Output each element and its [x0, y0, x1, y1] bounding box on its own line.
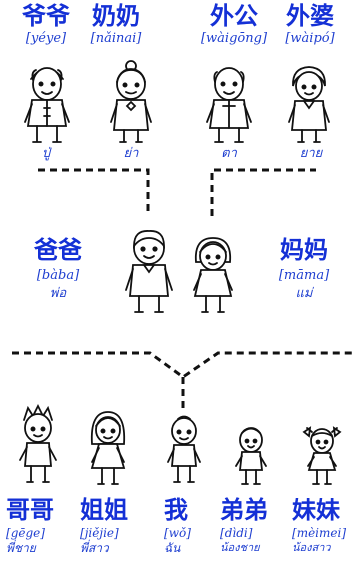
member-nainai: 奶奶 nǎinai — [80, 4, 152, 47]
mother-icon — [188, 232, 238, 320]
member-jiejie: 姐姐 jiějie พี่สาว — [80, 498, 152, 556]
member-pinyin: jiějie — [80, 526, 152, 540]
member-hanzi: 爸爸 — [34, 236, 82, 264]
member-thai: ย่า — [123, 146, 139, 161]
member-thai: พ่อ — [49, 285, 67, 301]
small-girl-icon — [300, 424, 344, 492]
member-yeye: 爷爷 yéye — [18, 4, 74, 47]
grandfather-icon — [22, 60, 72, 150]
father-icon — [122, 224, 176, 320]
member-waigong: 外公 wàigōng — [194, 4, 274, 47]
member-hanzi: 外婆 — [286, 2, 334, 30]
member-hanzi: 爷爷 — [22, 2, 70, 30]
member-hanzi: 外公 — [210, 2, 258, 30]
member-thai: ปู่ — [41, 146, 51, 161]
member-pinyin: wàigōng — [194, 31, 274, 47]
member-gege: 哥哥 gēge พี่ชาย — [6, 498, 74, 556]
member-pinyin: māma — [262, 268, 346, 284]
member-wo: 我 wǒ ฉัน — [164, 498, 210, 556]
girl-icon — [86, 408, 130, 492]
boy-icon — [16, 403, 60, 490]
member-yeye-thai: ปู่ — [18, 146, 74, 162]
maternal-connector — [210, 168, 316, 216]
member-thai: ตา — [221, 146, 237, 161]
member-hanzi: 妹妹 — [292, 498, 340, 524]
member-waigong-thai: ตา — [200, 146, 258, 162]
small-boy-icon — [232, 424, 270, 492]
member-pinyin: mèimei — [292, 526, 355, 540]
member-hanzi: 奶奶 — [92, 2, 140, 30]
member-hanzi: 哥哥 — [6, 496, 54, 524]
member-hanzi: 我 — [164, 496, 188, 524]
member-thai: ฉัน — [164, 541, 181, 556]
member-waipo-thai: ยาย — [280, 146, 342, 162]
grandmother-icon — [106, 60, 156, 150]
member-thai: พี่ชาย — [6, 541, 36, 556]
member-pinyin: nǎinai — [80, 31, 152, 47]
member-thai: น้องชาย — [220, 541, 260, 555]
member-mama: 妈妈 māma แม่ — [262, 238, 346, 301]
member-hanzi: 姐姐 — [80, 496, 128, 524]
member-baba: 爸爸 bàba พ่อ — [22, 238, 94, 301]
member-meimei: 妹妹 mèimei น้องสาว — [292, 498, 355, 555]
member-thai: พี่สาว — [80, 541, 109, 556]
member-thai: ยาย — [299, 146, 323, 161]
member-nainai-thai: ย่า — [100, 146, 162, 162]
paternal-connector — [38, 168, 150, 216]
member-pinyin: dìdi — [220, 526, 284, 540]
children-connector — [12, 351, 355, 379]
member-pinyin: wàipó — [276, 31, 344, 47]
member-hanzi: 妈妈 — [280, 236, 328, 264]
member-thai: แม่ — [295, 285, 313, 301]
member-waipo: 外婆 wàipó — [276, 4, 344, 47]
member-pinyin: bàba — [22, 268, 94, 284]
member-pinyin: gēge — [6, 526, 74, 540]
member-thai: น้องสาว — [292, 541, 331, 555]
member-pinyin: yéye — [18, 31, 74, 47]
member-hanzi: 弟弟 — [220, 496, 268, 524]
grandmother-icon — [284, 60, 334, 150]
member-didi: 弟弟 dìdi น้องชาย — [220, 498, 284, 555]
grandfather-icon — [204, 60, 254, 150]
child-icon — [164, 414, 204, 490]
member-pinyin: wǒ — [164, 526, 210, 540]
